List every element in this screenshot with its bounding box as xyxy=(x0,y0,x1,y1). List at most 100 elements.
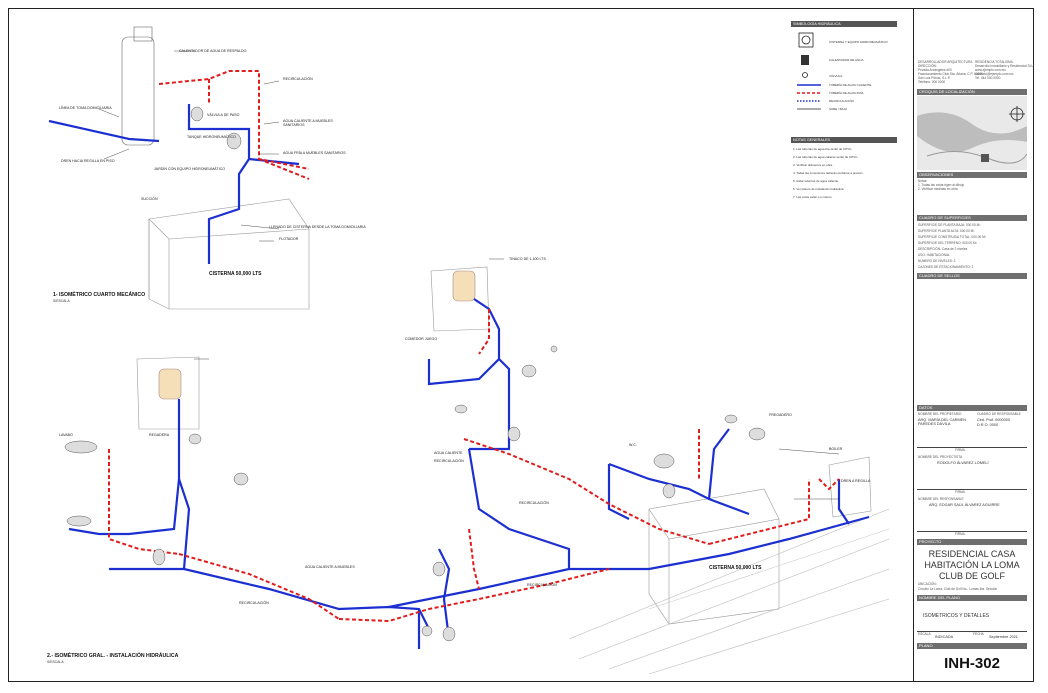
location-text: Circuito La Loma, Club de Golf No., Loma… xyxy=(918,587,998,591)
note-6: 6. Ver planos de instalación hidráulica. xyxy=(793,187,845,191)
area-line-8: CAJONES DE ESTACIONAMIENTO: 2 xyxy=(918,265,974,269)
office-right-3: www.ejemplo.com.mx xyxy=(975,68,1006,72)
legend-item-6: RECIRCULACIÓN xyxy=(829,99,854,103)
owner-caption: NOMBRE DEL PROPIETARIO xyxy=(918,412,962,416)
label-heater: CALENTADOR DE AGUA DE RESPALDO xyxy=(179,49,247,53)
wc-fixture xyxy=(152,548,166,566)
office-line-6: Teléfono: 000 0000 xyxy=(918,80,946,84)
section-data: DATOS xyxy=(917,405,1027,411)
label-recirc-4: RECIRCULACIÓN xyxy=(239,601,269,605)
label-recirculation: RECIRCULACIÓN xyxy=(283,77,313,81)
sign-caption-3: FIRMA xyxy=(955,532,965,536)
note-2: 2. Las tuberías de agua caliente serán d… xyxy=(793,155,859,159)
notes-line-3: 2. Verificar medidas en obra xyxy=(918,187,958,191)
legend-header-notes: NOTAS GENERALES xyxy=(791,137,897,143)
label-pump: JARDÍN CON EQUIPO HIDRONEUMÁTICO xyxy=(154,167,226,171)
area-line-1: SUPERFICIE DE PLANTA BAJA: 000.00 M² xyxy=(918,223,981,227)
designer-name: RODOLFO ÁLVAREZ LOMELÍ xyxy=(937,461,989,465)
note-5: 5. Aislar tuberías de agua caliente. xyxy=(793,179,840,183)
section-location: CROQUIS DE LOCALIZACIÓN xyxy=(917,89,1027,95)
area-line-2: SUPERFICIE PLANTA ALTA: 000.00 M² xyxy=(918,229,975,233)
label-hot-2: AGUA CALIENTE xyxy=(434,451,463,455)
owner-name: ARQ. MARÍA DEL CARMEN PAREDES DÁVILA xyxy=(918,418,966,427)
section-notes: OBSERVACIONES xyxy=(917,172,1027,178)
cold-water-piping xyxy=(48,104,870,649)
section-sheet: PLANO xyxy=(917,643,1027,649)
project-name-line-2: HABITACIÓN LA LOMA xyxy=(924,560,1020,570)
area-line-3: SUPERFICIE CONSTRUIDA TOTAL: 000.00 M² xyxy=(918,235,986,239)
area-line-4: SUPERFICIE DEL TERRENO: 000.00 M² xyxy=(918,241,977,245)
tinaco-tank-1 xyxy=(452,270,476,302)
section-areas: CUADRO DE SUPERFICIES xyxy=(917,215,1027,221)
iso-1-title: 1- ISOMÉTRICO CUARTO MECÁNICO xyxy=(53,292,146,298)
legend-item-7: SUBE / BAJA xyxy=(829,107,848,111)
date-caption: FECHA xyxy=(973,632,984,636)
label-recirc-5: RECIRCULACIÓN xyxy=(527,583,557,587)
office-right-2: Desarrollo Inmobiliario y Residencial SL… xyxy=(975,64,1034,68)
label-hot-water: AGUA CALIENTE A MUEBLES SANITARIOS xyxy=(283,119,333,127)
lavabo-fixture xyxy=(64,440,98,454)
legend-item-5: TUBERÍA DE AGUA FRÍA xyxy=(829,91,864,95)
drawing-area: CALENTADOR DE AGUA DE RESPALDO RECIRCULA… xyxy=(9,9,914,681)
dro-info-2: D.R.O. 0000 xyxy=(977,423,999,427)
lavabo-fixture-2 xyxy=(66,515,92,527)
sign-caption-2: FIRMA xyxy=(955,490,965,494)
office-line-2: DIRECCIÓN: xyxy=(918,64,937,68)
dro-caption: CUADRO DE RESPONSABLE xyxy=(977,412,1021,416)
project-name-line-1: RESIDENCIAL CASA xyxy=(928,549,1016,559)
reviewer-caption: NOMBRE DEL RESPONSABLE xyxy=(918,497,964,501)
cistern-1-outline xyxy=(148,198,310,310)
label-dining: COMEDOR JUEGO xyxy=(405,337,438,341)
label-fill: LLENADO DE CISTERNA DESDE LA TOMA DOMICI… xyxy=(269,225,366,229)
label-drain: DREN HACIA REGILLA EN PISO xyxy=(61,159,115,163)
notes-line-2: 1. Todas las cotas rigen al dibujo xyxy=(918,183,965,187)
note-4: 4. Todas las conexiones deberán probarse… xyxy=(793,171,864,175)
office-line-3: Privada Arcángeles #00 xyxy=(918,68,952,72)
label-cold-water: AGUA FRÍA A MUEBLES SANITARIOS xyxy=(283,151,346,155)
water-heater-tank xyxy=(121,36,155,146)
iso-2-title: 2.- ISOMÉTRICO GRAL. - INSTALACIÓN HIDRÁ… xyxy=(47,653,179,659)
section-project: PROYECTO xyxy=(917,539,1027,545)
scale-value: INDICADA xyxy=(935,635,954,639)
label-lavabo: LAVABO xyxy=(59,433,73,437)
notes-line-1: Notas: xyxy=(918,179,928,183)
office-right-1: RESIDENCIA TOTALISMA xyxy=(975,60,1013,64)
label-float: FLOTADOR xyxy=(279,237,299,241)
label-boiler: BOILER xyxy=(829,447,843,451)
designer-caption: NOMBRE DEL PROYECTISTA xyxy=(918,455,963,459)
label-wc: W.C. xyxy=(629,443,637,447)
wc-fixture-2 xyxy=(233,472,249,486)
label-drain-2: DREN A REGILLA xyxy=(841,479,871,483)
office-line-5: San Luis Potosí, S.L.P. xyxy=(918,76,951,80)
note-3: 3. Verificar diámetros en obra. xyxy=(793,163,834,167)
date-value: Septiembre 2021 xyxy=(989,635,1018,639)
section-seals: CUADRO DE SELLOS xyxy=(917,273,1027,279)
area-line-6: USO: HABITACIONAL xyxy=(918,253,950,257)
title-block: DESARROLLADOR ARQUITECTURA DIRECCIÓN: Pr… xyxy=(915,9,1034,681)
iso-1-scale: S/ESCALA xyxy=(53,299,70,303)
drawing-sheet: CALENTADOR DE AGUA DE RESPALDO RECIRCULA… xyxy=(8,8,1034,682)
dro-info-1: Céd. Prof. 0000000 xyxy=(977,418,1010,422)
project-name-line-3: CLUB DE GOLF xyxy=(938,571,1005,581)
label-sink: FREGADERO xyxy=(769,413,792,417)
location-caption: UBICACIÓN: xyxy=(918,582,937,586)
area-line-5: DESCRIPCIÓN: Casa de 2 niveles xyxy=(918,247,968,251)
label-hot-3: AGUA CALIENTE A MUEBLES xyxy=(305,565,355,569)
iso-2-scale: S/ESCALA xyxy=(47,660,64,664)
cistern-2-label: CISTERNA 50,000 LTS xyxy=(709,565,762,571)
sign-caption-1: FIRMA xyxy=(955,448,965,452)
reviewer-name: ARQ. EDGAR SAÚL ÁLVAREZ AGUIRRE xyxy=(929,503,1000,507)
label-tinaco: TINACO DE 1,100 LTS xyxy=(509,257,546,261)
sheet-code: INH-302 xyxy=(944,655,1000,672)
label-main-line: LÍNEA DE TOMA DOMICILIARIA xyxy=(59,106,112,110)
area-line-7: NÚMERO DE NIVELES: 2 xyxy=(918,259,956,263)
office-line-4: Fraccionamiento Club Sta. Ariana, C.P. 0… xyxy=(918,72,983,76)
legend-item-3: VÁLVULA xyxy=(829,74,843,78)
plan-name: ISOMETRICOS Y DETALLES xyxy=(923,613,990,619)
isometric-drawing xyxy=(48,26,890,675)
scale-caption: ESCALA xyxy=(918,632,931,636)
label-shower: REGADERA xyxy=(149,433,170,437)
note-7: 7. Las cotas están en metros. xyxy=(793,195,833,199)
cistern-1-label: CISTERNA 50,000 LTS xyxy=(209,271,262,277)
label-recirc-2: RECIRCULACIÓN xyxy=(434,459,464,463)
